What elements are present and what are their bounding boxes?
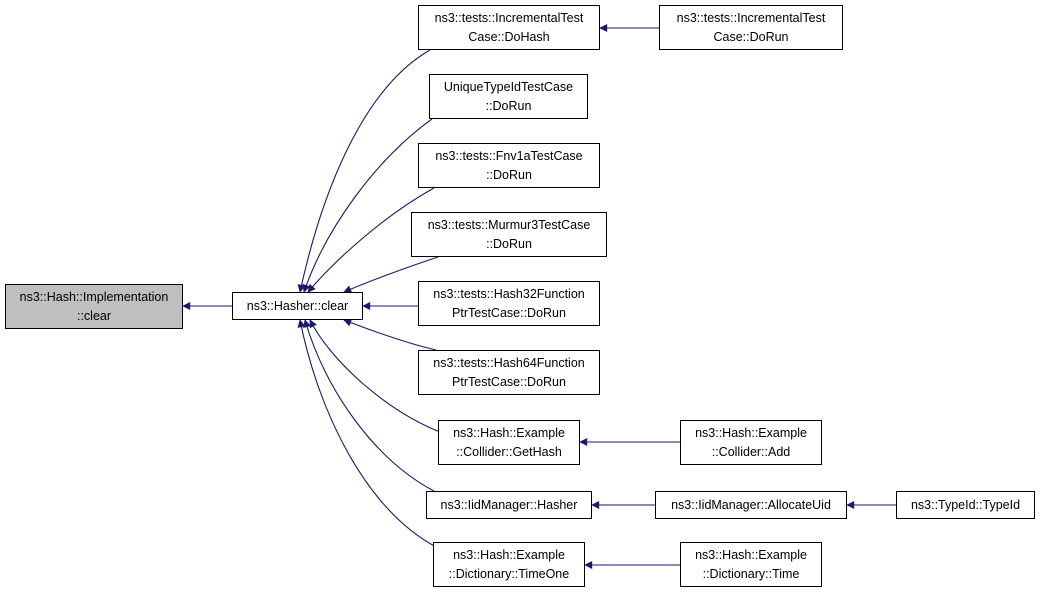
node-hash32-dorun[interactable]: ns3::tests::Hash32Function PtrTestCase::…: [418, 281, 600, 326]
node-label-line2: ::DoRun: [486, 236, 532, 251]
node-dictionary-time[interactable]: ns3::Hash::Example ::Dictionary::Time: [680, 542, 822, 587]
node-collider-gethash[interactable]: ns3::Hash::Example ::Collider::GetHash: [438, 420, 580, 465]
node-hash-implementation-clear: ns3::Hash::Implementation ::clear: [5, 284, 183, 329]
edge-h64-dorun-to-hasher-clear: [343, 318, 437, 351]
node-label-line2: Case::DoRun: [713, 29, 789, 44]
node-label-line1: ns3::IidManager::AllocateUid: [671, 497, 831, 512]
node-uniquetypeid-dorun[interactable]: UniqueTypeIdTestCase ::DoRun: [429, 74, 588, 119]
node-label-line1: ns3::Hasher::clear: [246, 298, 349, 313]
node-label-line2: ::Dictionary::Time: [702, 566, 800, 581]
node-label-line2: ::Collider::Add: [711, 444, 791, 459]
node-label-line1: ns3::Hash::Example: [695, 547, 807, 562]
node-label-line2: PtrTestCase::DoRun: [452, 305, 566, 320]
node-label-line1: ns3::tests::Hash32Function: [433, 286, 585, 301]
edge-murmur-dorun-to-hasher-clear: [343, 256, 439, 293]
edge-unique-dorun-to-hasher-clear: [302, 118, 433, 293]
node-label-line2: ::Dictionary::TimeOne: [448, 566, 570, 581]
node-fnv1a-dorun[interactable]: ns3::tests::Fnv1aTestCase ::DoRun: [418, 143, 600, 188]
edge-fnv-dorun-to-hasher-clear: [307, 187, 435, 293]
node-label-line1: ns3::tests::Hash64Function: [433, 355, 585, 370]
node-incremental-dohash[interactable]: ns3::tests::IncrementalTest Case::DoHash: [418, 5, 600, 50]
node-label-line1: ns3::tests::IncrementalTest: [434, 10, 584, 25]
node-label-line1: ns3::Hash::Example: [695, 425, 807, 440]
node-label-line2: ::Collider::GetHash: [456, 444, 562, 459]
node-iidmanager-hasher[interactable]: ns3::IidManager::Hasher: [426, 491, 592, 519]
edge-iid-hasher-to-hasher-clear: [303, 319, 435, 492]
node-incremental-dorun[interactable]: ns3::tests::IncrementalTest Case::DoRun: [659, 5, 843, 50]
node-iidmanager-allocateuid[interactable]: ns3::IidManager::AllocateUid: [655, 491, 847, 519]
edge-gethash-to-hasher-clear: [309, 319, 441, 433]
edge-inc-dohash-to-hasher-clear: [297, 49, 431, 293]
node-label-line2: Case::DoHash: [468, 29, 550, 44]
node-collider-add[interactable]: ns3::Hash::Example ::Collider::Add: [680, 420, 822, 465]
node-typeid-typeid[interactable]: ns3::TypeId::TypeId: [896, 491, 1035, 519]
node-label-line1: ns3::IidManager::Hasher: [440, 497, 578, 512]
node-label-line2: ::DoRun: [485, 98, 532, 113]
node-hash64-dorun[interactable]: ns3::tests::Hash64Function PtrTestCase::…: [418, 350, 600, 395]
node-label-line1: ns3::Hash::Implementation: [19, 289, 169, 304]
node-dictionary-timeone[interactable]: ns3::Hash::Example ::Dictionary::TimeOne: [433, 542, 585, 587]
node-label-line1: ns3::tests::Murmur3TestCase: [427, 217, 591, 232]
node-label-line2: ::DoRun: [486, 167, 532, 182]
node-label-line2: ::clear: [76, 308, 112, 323]
node-label-line1: ns3::Hash::Example: [453, 425, 565, 440]
node-label-line1: UniqueTypeIdTestCase: [443, 79, 574, 94]
node-hasher-clear[interactable]: ns3::Hasher::clear: [232, 292, 363, 320]
node-label-line2: PtrTestCase::DoRun: [452, 374, 566, 389]
node-murmur3-dorun[interactable]: ns3::tests::Murmur3TestCase ::DoRun: [411, 212, 607, 257]
node-label-line1: ns3::Hash::Example: [453, 547, 565, 562]
edge-timeone-to-hasher-clear: [297, 319, 439, 549]
node-label-line1: ns3::tests::IncrementalTest: [676, 10, 826, 25]
node-label-line1: ns3::TypeId::TypeId: [910, 497, 1021, 512]
node-label-line1: ns3::tests::Fnv1aTestCase: [435, 148, 583, 163]
